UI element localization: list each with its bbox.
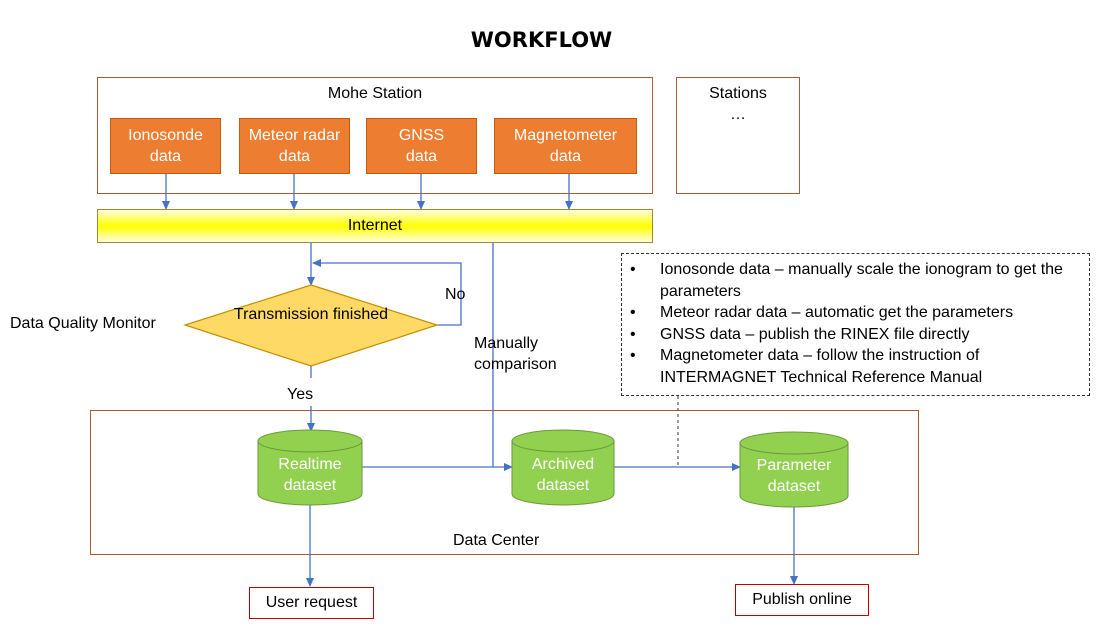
parameter-dataset-label: Parameter dataset — [756, 457, 832, 495]
page-title: WORKFLOW — [470, 28, 613, 52]
source-ionosonde: Ionosonde data — [110, 118, 221, 174]
note-item: •Meteor radar data – automatic get the p… — [630, 304, 1014, 321]
user-request-box: User request — [249, 587, 374, 619]
no-label: No — [445, 286, 466, 303]
other-stations-label: Stations — [709, 85, 767, 102]
source-gnss: GNSS data — [366, 118, 477, 174]
realtime-dataset-label: Realtime dataset — [278, 456, 342, 494]
publish-online-label: Publish online — [752, 591, 852, 608]
loop-no — [312, 259, 462, 326]
source-magnetometer-label: Magnetometer data — [513, 127, 618, 165]
note-item: •GNSS data – publish the RINEX file dire… — [630, 325, 970, 343]
source-meteor-radar: Meteor radar data — [239, 118, 350, 174]
source-magnetometer: Magnetometer data — [494, 118, 637, 174]
internet-label: Internet — [347, 217, 403, 234]
decision-label: Transmission finished — [233, 306, 389, 323]
internet-bar: Internet — [97, 209, 653, 243]
datacenter-label: Data Center — [453, 532, 540, 549]
decision-diamond — [183, 284, 439, 367]
cylinder-archived — [511, 429, 615, 506]
processing-notes: •Ionosonde data – manually scale the ion… — [621, 253, 1090, 396]
cylinder-realtime — [257, 429, 363, 506]
quality-monitor-label: Data Quality Monitor — [10, 315, 156, 332]
yes-label: Yes — [287, 386, 314, 403]
other-stations-ellipsis: … — [730, 106, 746, 123]
user-request-label: User request — [265, 594, 358, 611]
note-item: •Ionosonde data – manually scale the ion… — [630, 261, 1063, 300]
other-stations-frame: Stations … — [676, 77, 800, 194]
source-ionosonde-label: Ionosonde data — [128, 127, 203, 165]
note-item: •Magnetometer data – follow the instruct… — [630, 347, 983, 386]
archived-dataset-label: Archived dataset — [531, 456, 595, 494]
manual-comparison-label: Manually comparison — [474, 335, 557, 373]
station-frame: Mohe Station — [97, 77, 653, 194]
station-label: Mohe Station — [327, 85, 423, 102]
source-gnss-label: GNSS data — [398, 127, 445, 165]
publish-online-box: Publish online — [735, 584, 869, 616]
source-meteor-radar-label: Meteor radar data — [248, 127, 341, 165]
datacenter-frame — [90, 410, 919, 555]
